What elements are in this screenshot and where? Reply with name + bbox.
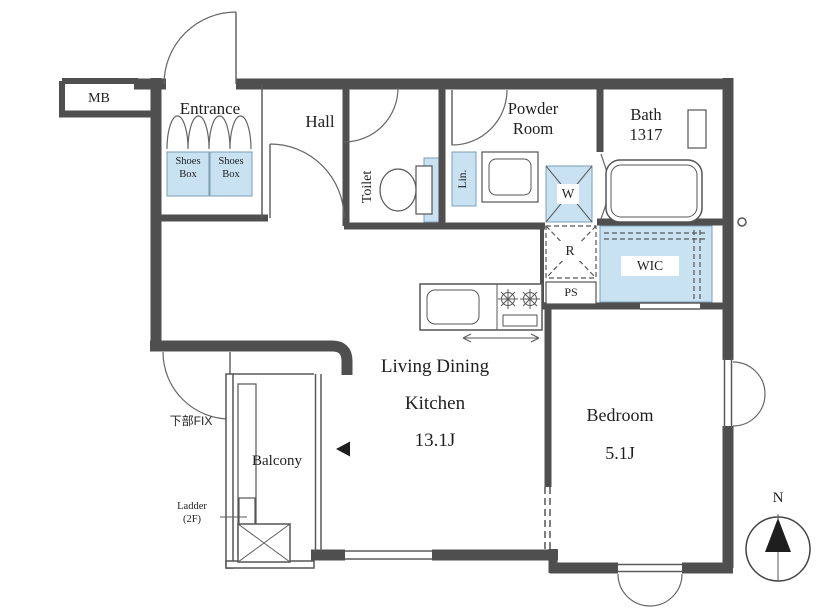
shoes-box-right-label: Shoes Box	[218, 156, 244, 180]
refrigerator-box	[545, 225, 597, 279]
compass-needle	[765, 518, 791, 552]
north-label: N	[772, 490, 784, 506]
wic-label: WIC	[621, 256, 679, 276]
shoes-box-left-label: Shoes Box	[175, 156, 201, 180]
windows	[233, 358, 733, 573]
wall-ldk-southwest	[150, 340, 353, 375]
bedroom-label-line2: 5.1J	[605, 443, 635, 463]
right-window	[723, 358, 733, 428]
balcony-structures	[220, 373, 315, 569]
toilet-label: Toilet	[360, 170, 375, 204]
entrance-door-arc	[163, 11, 237, 85]
ladder-label-line1: Ladder	[177, 501, 207, 512]
right-window-arc	[732, 361, 766, 427]
mb-label: MB	[88, 91, 110, 106]
pipe-space-label: PS	[564, 285, 578, 299]
entrance-label: Entrance	[179, 99, 241, 118]
fixtures	[379, 109, 747, 343]
hall-label: Hall	[305, 112, 335, 131]
hall-door-arc	[269, 143, 345, 219]
toilet-bowl	[379, 168, 417, 212]
compass	[745, 514, 811, 582]
shoes-box-right-area	[209, 151, 253, 197]
kitchen-width-arrow	[462, 333, 540, 343]
direction-triangle	[336, 441, 350, 457]
bedroom-label: Bedroom 5.1J	[558, 396, 682, 472]
pipe-space-box	[545, 281, 597, 305]
stove-grill	[502, 314, 538, 327]
bedroom-label-line1: Bedroom	[586, 405, 654, 425]
washer-label: W	[557, 184, 579, 204]
bathtub	[605, 159, 703, 223]
bath-counter	[687, 109, 707, 149]
ldk-label: Living Dining Kitchen 13.1J	[352, 348, 518, 459]
exterior-walls	[59, 78, 734, 574]
ldk-window	[345, 550, 432, 560]
balcony-left-wall	[225, 373, 234, 569]
mb-walls	[59, 78, 138, 114]
ladder-label: Ladder (2F)	[164, 501, 220, 526]
powder-room-label: Powder Room	[507, 99, 559, 138]
linen-label: Lin.	[457, 169, 469, 189]
vanity-sink	[488, 158, 532, 196]
wic-sliding-door	[640, 302, 700, 310]
bedroom-window	[618, 563, 682, 573]
ladder-label-line2: (2F)	[182, 513, 202, 525]
balcony-label: Balcony	[252, 453, 302, 469]
shoes-box-left-area	[166, 151, 210, 197]
toilet-tank	[415, 165, 433, 215]
wic-hanger-pipes	[604, 230, 708, 299]
linen-cabinet	[451, 151, 477, 207]
markers	[336, 441, 811, 582]
exterior-knob	[737, 217, 747, 227]
stove-burner-left	[498, 289, 518, 309]
ldk-label-line2: Kitchen	[404, 393, 466, 414]
evacuation-hatch-cross	[237, 523, 291, 563]
lower-fix-label: 下部FIX	[169, 414, 213, 428]
bath-label: Bath 1317	[629, 105, 663, 144]
ldk-label-line3: 13.1J	[414, 430, 456, 451]
stove-burner-right	[520, 289, 540, 309]
shoes-box-door-arcs	[166, 115, 252, 150]
balcony-sliding-window	[314, 374, 322, 552]
bedroom-sliding-door	[544, 487, 551, 552]
bedroom-window-arc	[617, 573, 683, 607]
bathtub-inner	[610, 164, 698, 218]
ldk-label-line1: Living Dining	[380, 356, 490, 377]
toilet-door-arc	[343, 87, 399, 143]
powder-door-arc	[451, 89, 508, 146]
refrigerator-label: R	[559, 241, 581, 261]
fix-window-arc	[162, 351, 231, 420]
kitchen-counter	[419, 283, 543, 331]
kitchen-sink	[426, 289, 480, 325]
